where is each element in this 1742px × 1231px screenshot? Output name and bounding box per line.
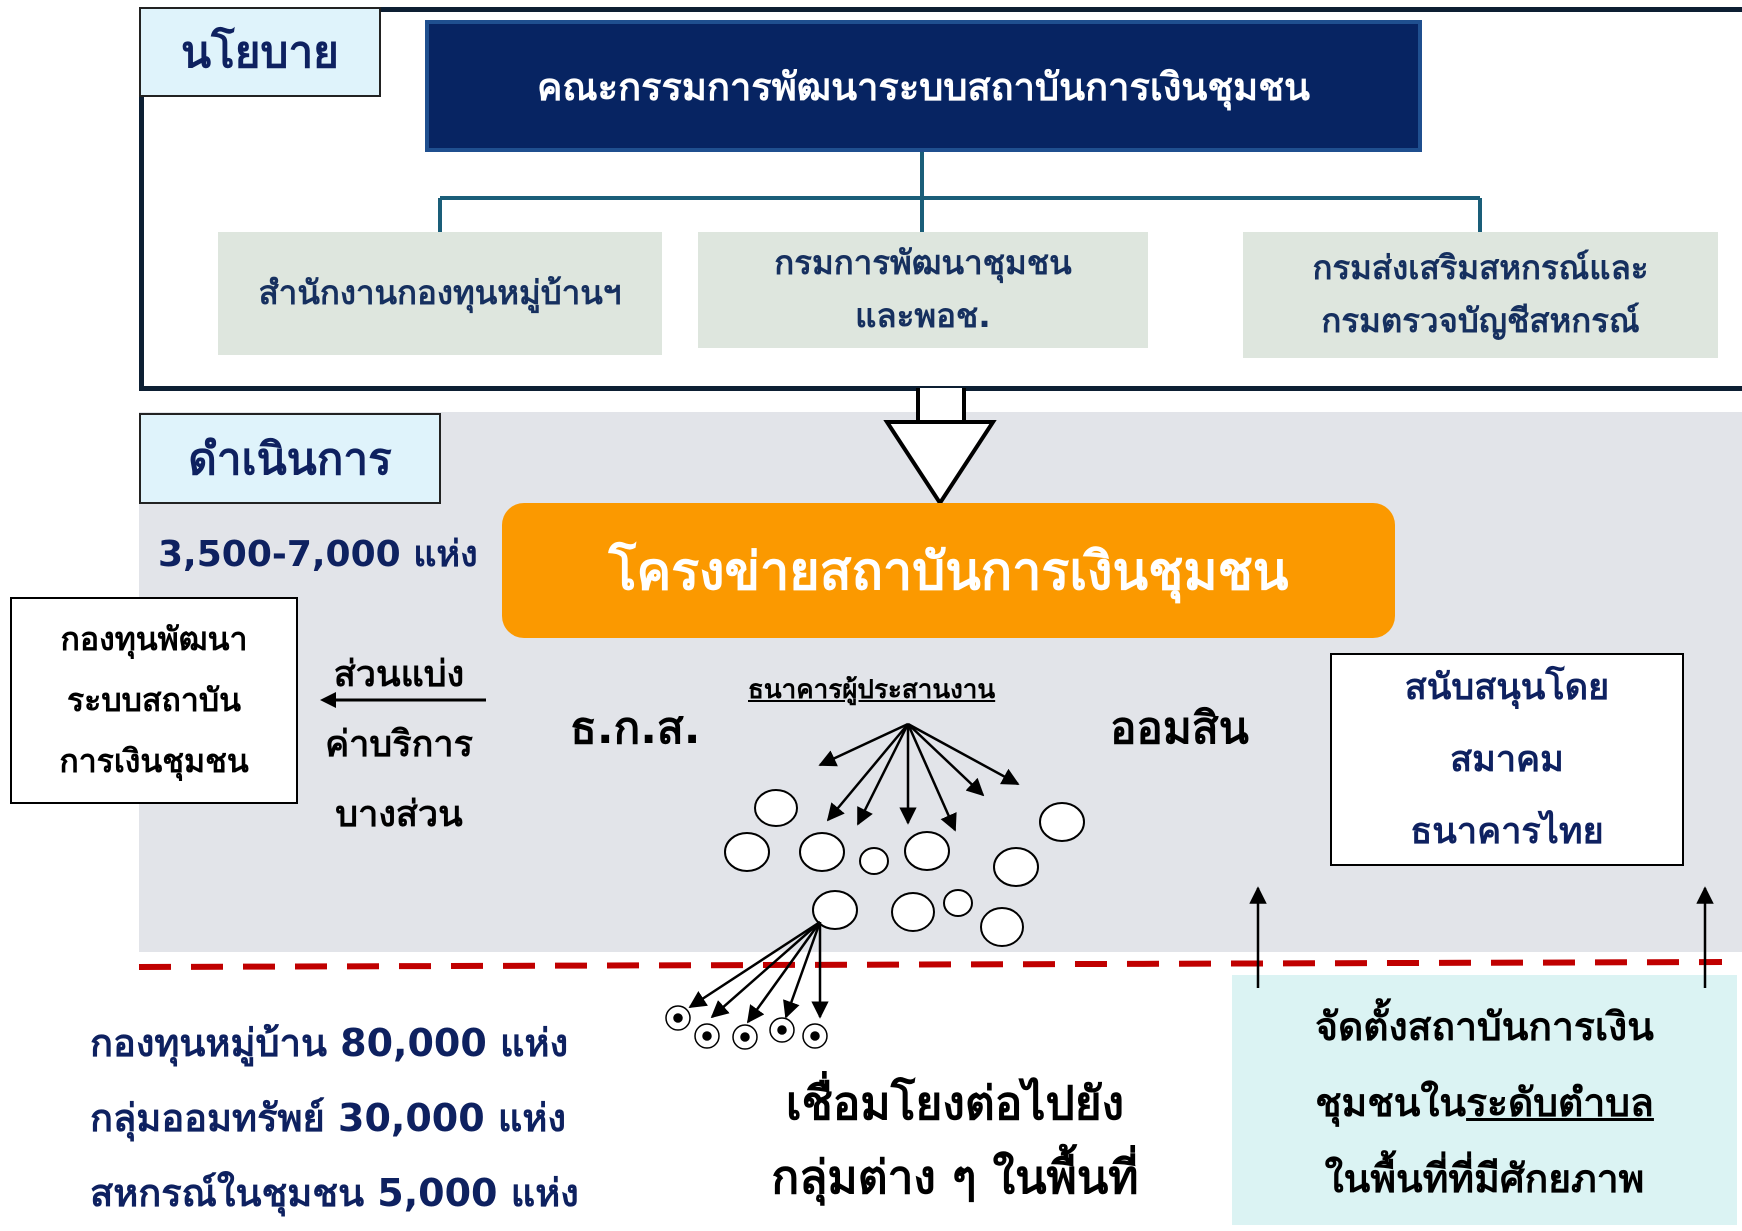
institution-circles	[724, 789, 1085, 947]
institution-circle	[799, 832, 845, 872]
operations-tag: ดำเนินการ	[139, 413, 441, 504]
coordinator-arrow	[826, 723, 909, 822]
area-boundary-dashed-line	[138, 959, 1723, 970]
support-box-line: สนับสนุนโดย	[1404, 666, 1610, 708]
baac-label: ธ.ก.ส.	[570, 703, 701, 754]
coordinator-arrow	[818, 722, 909, 767]
coordinator-arrow	[907, 722, 1020, 786]
support-box-line: สมาคม	[1450, 738, 1564, 780]
coordinator-arrow	[856, 723, 910, 826]
establish-line-prefix: ชุมชนใน	[1315, 1081, 1467, 1127]
link-text-line: เชื่อมโยงต่อไปยัง	[785, 1076, 1125, 1130]
fee-share-line: ค่าบริการ	[325, 724, 473, 766]
local-groups	[665, 1005, 828, 1050]
link-text-line: กลุ่มต่าง ๆ ในพื้นที่	[771, 1149, 1139, 1204]
establish-line-underlined: ระดับตำบล	[1466, 1081, 1654, 1127]
agency-label: กรมตรวจบัญชีสหกรณ์	[1321, 301, 1640, 340]
institution-count: 3,500-7,000 แห่ง	[158, 534, 478, 575]
institution-circle	[724, 832, 770, 872]
local-group-arrow	[746, 921, 822, 1024]
bankers-association-box: สนับสนุนโดย สมาคม ธนาคารไทย	[1330, 653, 1684, 866]
agency-community-development: กรมการพัฒนาชุมชน และพอช.	[698, 232, 1148, 348]
establish-box	[1232, 975, 1737, 1225]
coordinator-arrows	[818, 722, 1020, 832]
local-group-arrow	[710, 921, 821, 1019]
local-group-arrow	[688, 920, 821, 1009]
agency-label: กรมส่งเสริมสหกรณ์และ	[1312, 248, 1649, 288]
establish-line: จัดตั้งสถาบันการเงิน	[1315, 1005, 1654, 1050]
institution-circle	[891, 892, 935, 932]
local-group-arrows	[688, 920, 829, 1024]
fund-box-line: กองทุนพัฒนา	[60, 620, 248, 659]
fee-share-text: ส่วนแบ่ง ค่าบริการ บางส่วน	[308, 640, 490, 851]
agency-label: สำนักงานกองทุนหมู่บ้านฯ	[258, 273, 622, 313]
establish-line: ในพื้นที่ที่มีศักยภาพ	[1324, 1157, 1645, 1203]
community-group-item: สหกรณ์ในชุมชน 5,000 แห่ง	[90, 1170, 579, 1215]
institution-circle	[943, 889, 973, 917]
committee-box: คณะกรรมการพัฒนาระบบสถาบันการเงินชุมชน	[425, 20, 1422, 152]
institution-circle	[904, 831, 950, 871]
fee-share-line: บางส่วน	[335, 794, 463, 836]
org-connector	[438, 152, 1482, 232]
support-arrows	[1249, 886, 1714, 988]
institution-circle	[993, 847, 1039, 887]
institution-circle	[980, 907, 1024, 947]
coordinator-bank-label: ธนาคารผู้ประสานงาน	[748, 675, 996, 705]
community-group-item: กองทุนหมู่บ้าน 80,000 แห่ง	[90, 1021, 569, 1065]
institution-circle	[754, 789, 798, 827]
local-group	[665, 1005, 691, 1031]
support-box-line: ธนาคารไทย	[1410, 810, 1604, 852]
community-group-item: กลุ่มออมทรัพย์ 30,000 แห่ง	[90, 1095, 567, 1140]
coordinator-arrow	[907, 723, 985, 797]
institution-circle	[1039, 802, 1085, 842]
institution-circle	[859, 847, 889, 875]
local-group	[732, 1024, 758, 1050]
link-to-groups-text: เชื่อมโยงต่อไปยัง กลุ่มต่าง ๆ ในพื้นที่	[735, 1067, 1175, 1214]
fee-share-arrow	[320, 692, 486, 708]
local-group-arrow	[783, 921, 822, 1019]
local-group	[769, 1017, 795, 1043]
policy-tag: นโยบาย	[139, 7, 381, 97]
community-finance-network: โครงข่ายสถาบันการเงินชุมชน	[502, 503, 1395, 638]
local-group	[694, 1023, 720, 1049]
establish-text: จัดตั้งสถาบันการเงิน ชุมชนในระดับตำบล ใน…	[1232, 990, 1737, 1218]
gsb-label: ออมสิน	[1110, 703, 1249, 754]
local-group	[802, 1023, 828, 1049]
agency-label: และพอช.	[855, 296, 991, 335]
community-groups-list: กองทุนหมู่บ้าน 80,000 แห่ง กลุ่มออมทรัพย…	[90, 1006, 579, 1231]
establish-line: ชุมชนในระดับตำบล	[1232, 1066, 1737, 1142]
fund-box-line: ระบบสถาบัน	[66, 681, 242, 720]
coordinator-arrow	[906, 723, 957, 832]
development-fund-box: กองทุนพัฒนา ระบบสถาบัน การเงินชุมชน	[10, 597, 298, 804]
fund-box-line: การเงินชุมชน	[59, 741, 249, 780]
agency-village-fund-office: สำนักงานกองทุนหมู่บ้านฯ	[218, 232, 662, 355]
agency-label: กรมการพัฒนาชุมชน	[774, 243, 1072, 283]
agency-cooperative-departments: กรมส่งเสริมสหกรณ์และ กรมตรวจบัญชีสหกรณ์	[1243, 232, 1718, 358]
institution-circle	[812, 890, 858, 930]
fee-share-line: ส่วนแบ่ง	[333, 654, 465, 695]
